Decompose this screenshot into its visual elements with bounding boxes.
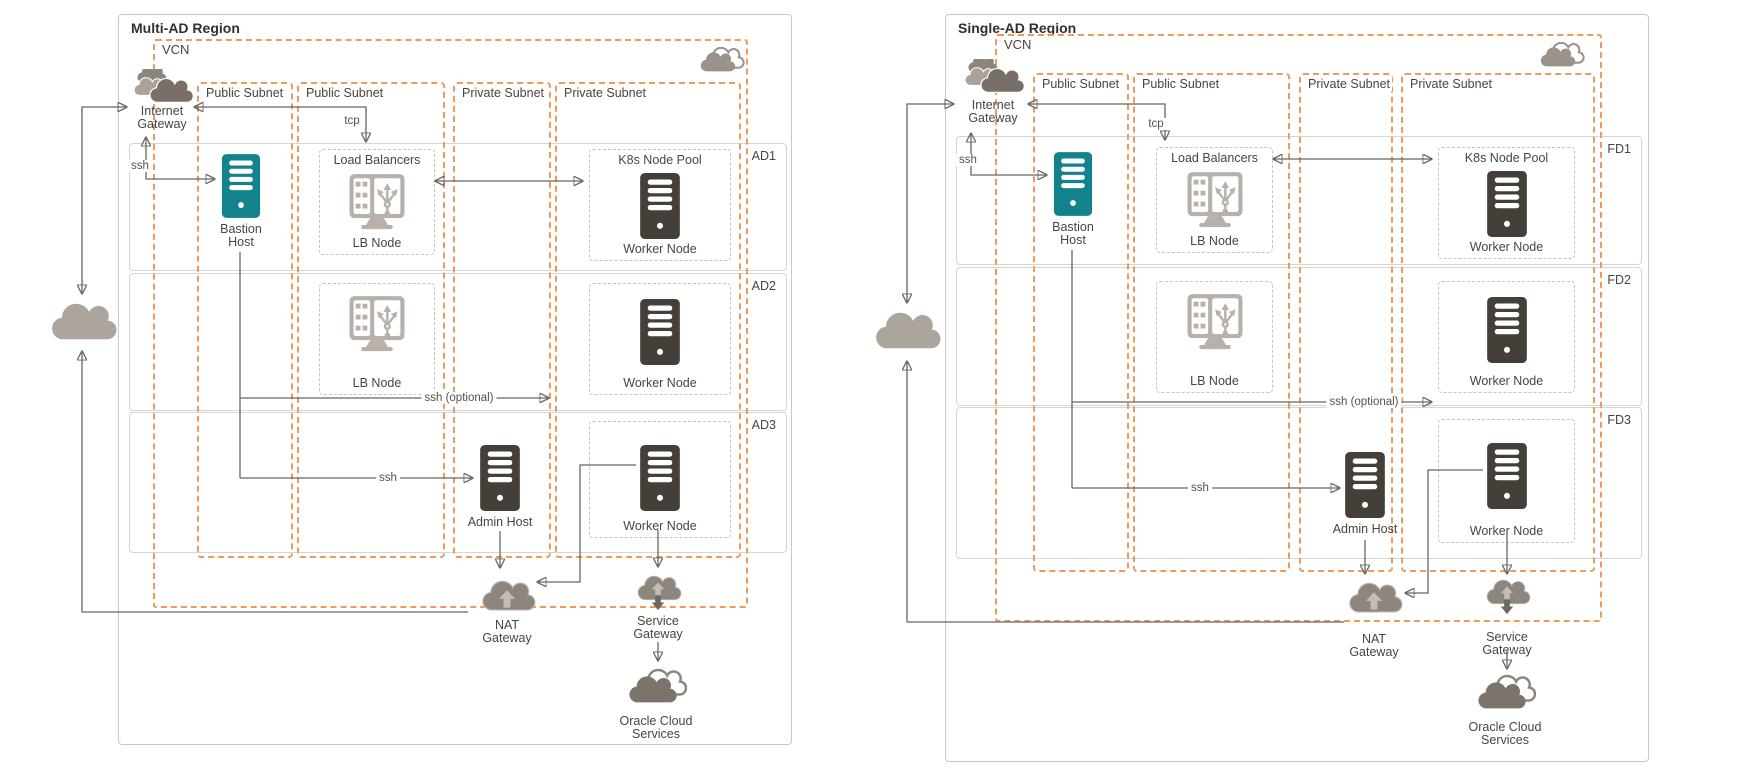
zone-label-1: FD1 <box>1607 142 1631 156</box>
lb-node-label: LB Node <box>1190 234 1239 248</box>
internet-gateway-label: Internet Gateway <box>137 104 187 132</box>
subnet-label: Private Subnet <box>562 86 648 100</box>
service-gateway-label: Service Gateway <box>1482 630 1532 658</box>
worker-node-label: Worker Node <box>623 376 697 390</box>
zone-label-3: FD3 <box>1607 413 1631 427</box>
service-gateway-icon <box>1480 577 1534 617</box>
subnet-label: Private Subnet <box>1408 77 1494 91</box>
worker-node-icon <box>639 444 681 512</box>
public-subnet-bastion: Public Subnet <box>1033 73 1129 572</box>
region-title: Multi-AD Region <box>131 20 240 36</box>
vcn-cloud-icon <box>697 46 745 77</box>
private-subnet-admin: Private Subnet <box>453 82 551 558</box>
edge-label-ssh-optional: ssh (optional) <box>421 392 497 404</box>
nat-gateway-icon <box>1345 577 1403 619</box>
load-balancers-title: Load Balancers <box>1171 151 1258 165</box>
lb-node-label: LB Node <box>352 236 402 250</box>
k8s-node-pool-title: K8s Node Pool <box>618 153 702 167</box>
admin-host-icon <box>1344 451 1386 519</box>
edge-label-tcp: tcp <box>341 115 363 127</box>
edge-label-ssh-admin: ssh <box>1188 482 1212 494</box>
bastion-host-icon <box>1053 151 1093 217</box>
internet-gateway-icon <box>962 56 1025 95</box>
lb-node-label: LB Node <box>1190 374 1239 388</box>
lb-node-group-2: LB Node <box>319 283 435 395</box>
vcn-label: VCN <box>159 42 193 57</box>
bastion-host-icon <box>221 153 261 219</box>
worker-node-label: Worker Node <box>1469 524 1544 538</box>
internet-gateway-icon <box>131 66 194 105</box>
worker-group-2: Worker Node <box>1438 281 1575 393</box>
private-subnet-workers: Private Subnet <box>555 82 741 558</box>
lb-node-icon <box>344 174 410 232</box>
worker-node-icon <box>1486 442 1528 510</box>
internet-cloud-icon <box>869 308 943 354</box>
load-balancers-group: Load Balancers <box>319 149 435 255</box>
load-balancers-group: Load Balancers <box>1156 147 1273 253</box>
zone-label-1: AD1 <box>751 149 776 163</box>
subnet-label: Private Subnet <box>1306 77 1392 91</box>
bastion-host-label: Bastion Host <box>220 222 262 250</box>
service-gateway-label: Service Gateway <box>633 614 683 642</box>
oracle-cloud-services-label: Oracle Cloud Services <box>619 714 693 742</box>
worker-node-icon <box>639 172 681 240</box>
internet-cloud-icon <box>45 299 119 345</box>
worker-node-label: Worker Node <box>623 519 697 533</box>
worker-node-label: Worker Node <box>1469 240 1544 254</box>
bastion-host-label: Bastion Host <box>1052 220 1094 248</box>
zone-label-2: FD2 <box>1607 273 1631 287</box>
k8s-node-pool-title: K8s Node Pool <box>1464 151 1549 165</box>
service-gateway-icon <box>631 573 685 613</box>
edge-label-ssh-admin: ssh <box>376 472 400 484</box>
k8s-node-pool-group: K8s Node Pool Worker Node <box>589 149 731 261</box>
nat-gateway-icon <box>478 575 536 617</box>
subnet-label: Public Subnet <box>204 86 286 100</box>
internet-gateway-label: Internet Gateway <box>968 98 1018 126</box>
admin-host-label: Admin Host <box>1332 522 1398 536</box>
lb-node-icon <box>1182 294 1248 352</box>
oracle-cloud-services-label: Oracle Cloud Services <box>1468 720 1542 748</box>
load-balancers-title: Load Balancers <box>333 153 421 167</box>
vcn-cloud-icon <box>1537 41 1585 72</box>
worker-node-label: Worker Node <box>623 242 697 256</box>
oracle-cloud-services-icon <box>625 665 688 713</box>
subnet-label: Public Subnet <box>1140 77 1222 91</box>
vcn-label: VCN <box>1001 37 1035 52</box>
k8s-node-pool-group: K8s Node Pool Worker Node <box>1438 147 1575 259</box>
nat-gateway-label: NAT Gateway <box>1349 632 1399 660</box>
worker-node-label: Worker Node <box>1469 374 1544 388</box>
subnet-label: Public Subnet <box>1040 77 1122 91</box>
single-ad-region-panel: Single-AD Region FD1 FD2 FD3 VCN Public … <box>945 14 1649 762</box>
worker-node-icon <box>1486 296 1528 364</box>
lb-node-group-2: LB Node <box>1156 281 1273 393</box>
oracle-cloud-services-icon <box>1474 671 1537 719</box>
edge-label-ssh: ssh <box>956 154 980 166</box>
edge-label-ssh: ssh <box>128 160 152 172</box>
edge-label-tcp: tcp <box>1145 118 1167 130</box>
admin-host-label: Admin Host <box>467 515 533 529</box>
worker-group-3: Worker Node <box>1438 419 1575 543</box>
worker-node-icon <box>1486 170 1528 238</box>
private-subnet-workers: Private Subnet <box>1401 73 1595 572</box>
multi-ad-region-panel: Multi-AD Region AD1 AD2 AD3 VCN Public S… <box>118 14 792 745</box>
subnet-label: Public Subnet <box>304 86 386 100</box>
worker-group-2: Worker Node <box>589 283 731 395</box>
zone-row-1: AD1 <box>129 143 787 271</box>
nat-gateway-label: NAT Gateway <box>482 618 532 646</box>
lb-node-icon <box>344 296 410 354</box>
subnet-label: Private Subnet <box>460 86 546 100</box>
zone-label-2: AD2 <box>751 279 776 293</box>
zone-label-3: AD3 <box>751 418 776 432</box>
worker-group-3: Worker Node <box>589 421 731 538</box>
private-subnet-admin: Private Subnet <box>1299 73 1393 572</box>
lb-node-icon <box>1182 172 1248 230</box>
edge-label-ssh-optional: ssh (optional) <box>1326 396 1402 408</box>
worker-node-icon <box>639 298 681 366</box>
region-title: Single-AD Region <box>958 20 1077 36</box>
lb-node-label: LB Node <box>352 376 402 390</box>
admin-host-icon <box>479 444 521 512</box>
